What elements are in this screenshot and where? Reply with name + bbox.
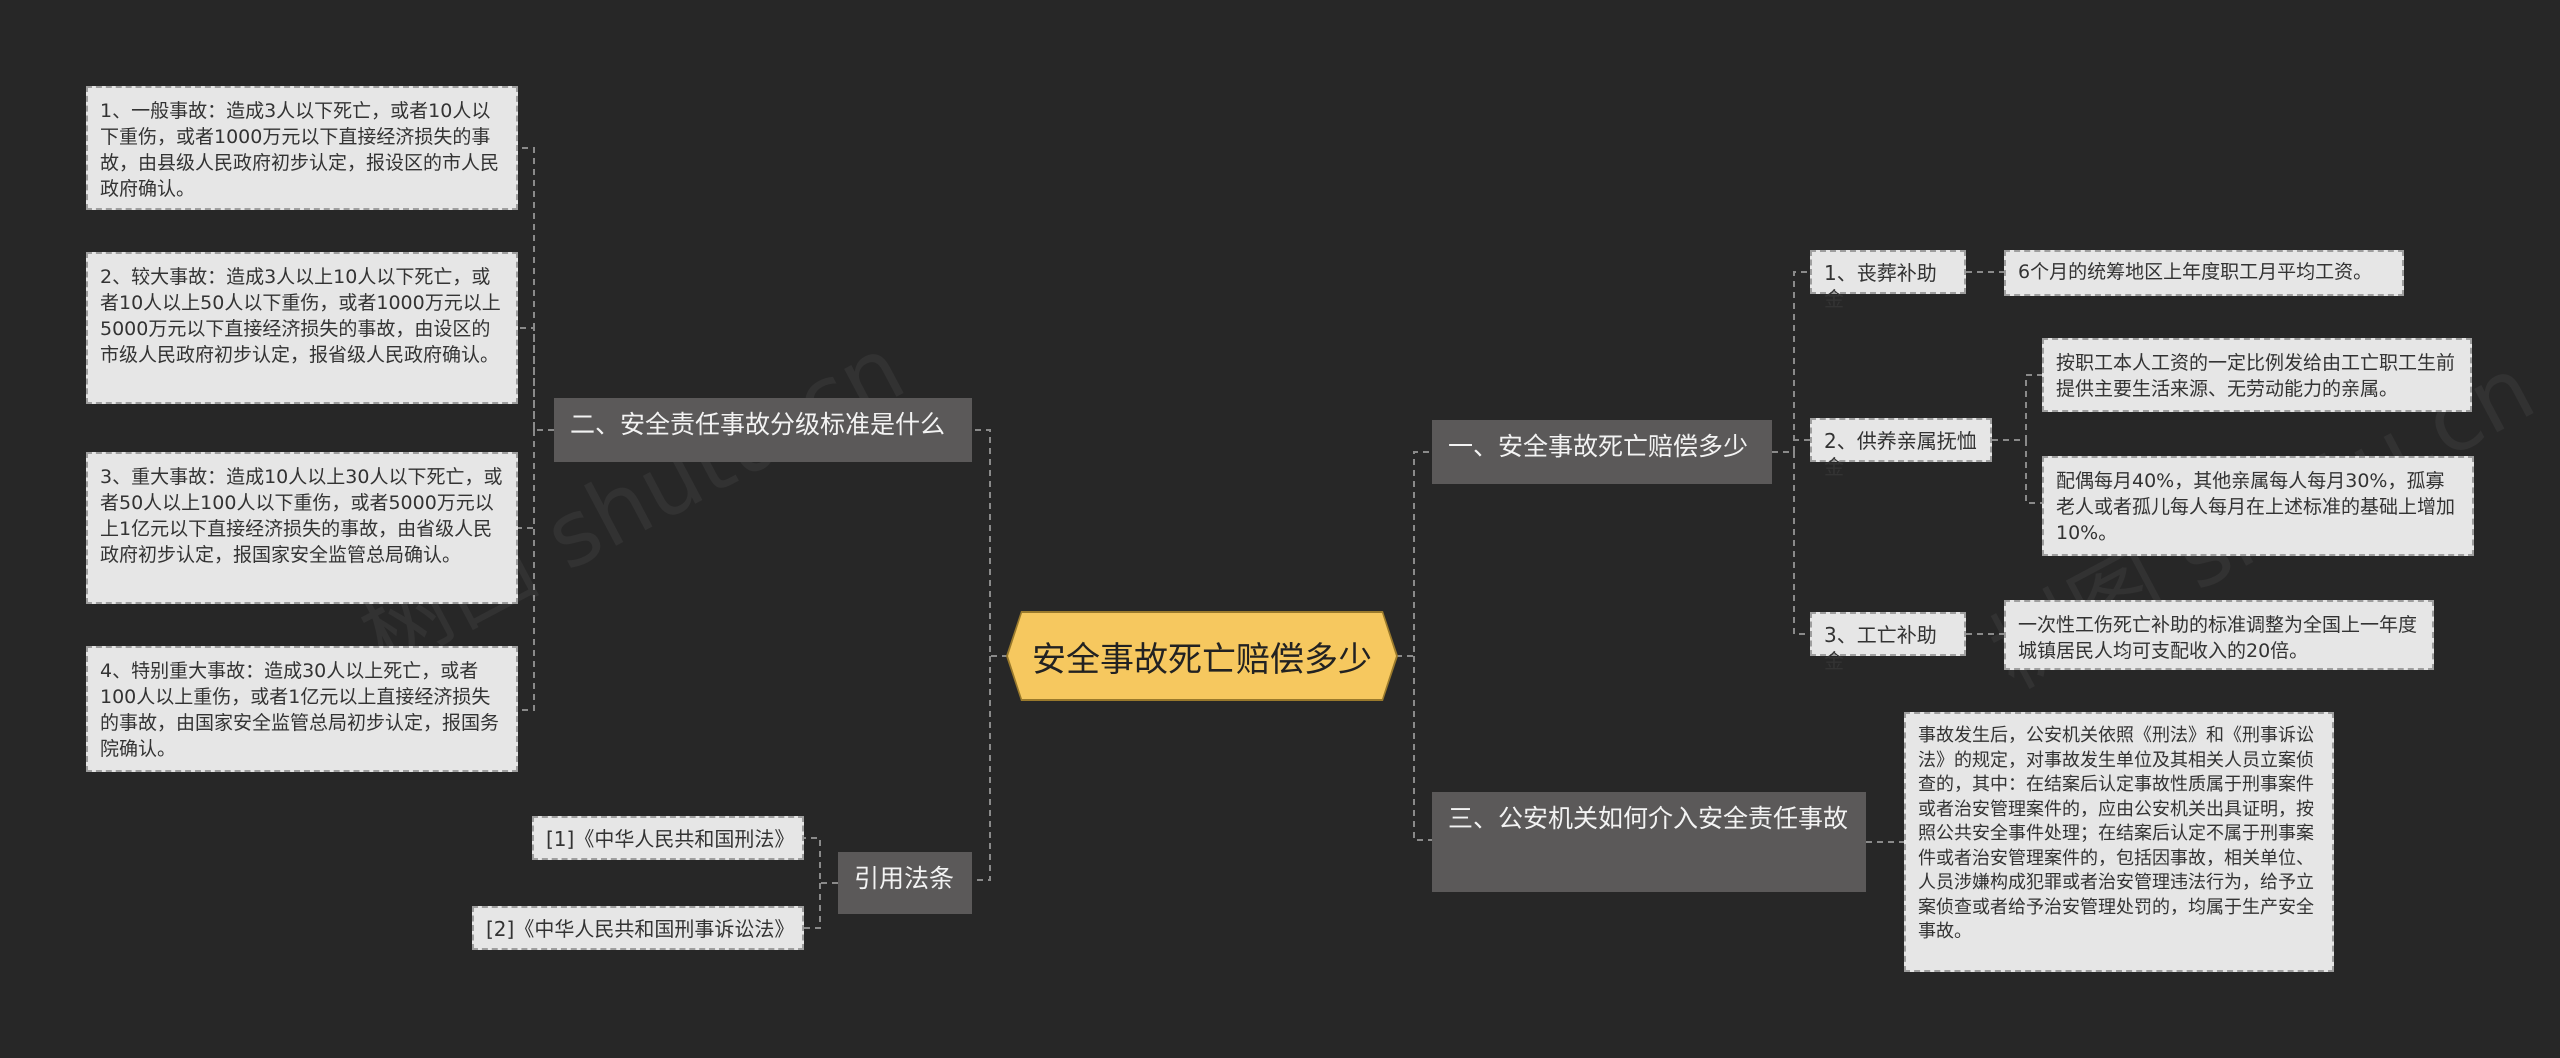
law-criminal-law[interactable]: [1]《中华人民共和国刑法》 xyxy=(532,816,804,860)
root-topic[interactable]: 安全事故死亡赔偿多少 xyxy=(1008,613,1396,699)
branch-death-compensation[interactable]: 一、安全事故死亡赔偿多少 xyxy=(1432,420,1772,484)
detail-dependent-pension-2: 配偶每月40%，其他亲属每人每月30%，孤寡老人或者孤儿每人每月在上述标准的基础… xyxy=(2042,456,2474,556)
item-funeral-allowance[interactable]: 1、丧葬补助金 xyxy=(1810,250,1966,311)
grade-serious-accident: 3、重大事故：造成10人以上30人以下死亡，或者50人以上100人以下重伤，或者… xyxy=(86,452,518,604)
item-death-allowance[interactable]: 3、工亡补助金 xyxy=(1810,612,1966,673)
grade-major-accident: 2、较大事故：造成3人以上10人以下死亡，或者10人以上50人以下重伤，或者10… xyxy=(86,252,518,404)
detail-death-allowance: 一次性工伤死亡补助的标准调整为全国上一年度城镇居民人均可支配收入的20倍。 xyxy=(2004,600,2434,670)
branch-accident-grading[interactable]: 二、安全责任事故分级标准是什么 xyxy=(554,398,972,462)
branch-police-intervention[interactable]: 三、公安机关如何介入安全责任事故 xyxy=(1432,792,1866,892)
detail-dependent-pension-1: 按职工本人工资的一定比例发给由工亡职工生前提供主要生活来源、无劳动能力的亲属。 xyxy=(2042,338,2472,412)
grade-extraordinary-accident: 4、特别重大事故：造成30人以上死亡，或者100人以上重伤，或者1亿元以上直接经… xyxy=(86,646,518,772)
detail-funeral-allowance: 6个月的统筹地区上年度职工月平均工资。 xyxy=(2004,250,2404,296)
branch-cited-laws[interactable]: 引用法条 xyxy=(838,852,972,914)
law-criminal-procedure-law[interactable]: [2]《中华人民共和国刑事诉讼法》 xyxy=(472,906,804,950)
detail-police-intervention: 事故发生后，公安机关依照《刑法》和《刑事诉讼法》的规定，对事故发生单位及其相关人… xyxy=(1904,712,2334,972)
item-dependent-pension[interactable]: 2、供养亲属抚恤金 xyxy=(1810,418,1992,479)
grade-general-accident: 1、一般事故：造成3人以下死亡，或者10人以下重伤，或者1000万元以下直接经济… xyxy=(86,86,518,210)
